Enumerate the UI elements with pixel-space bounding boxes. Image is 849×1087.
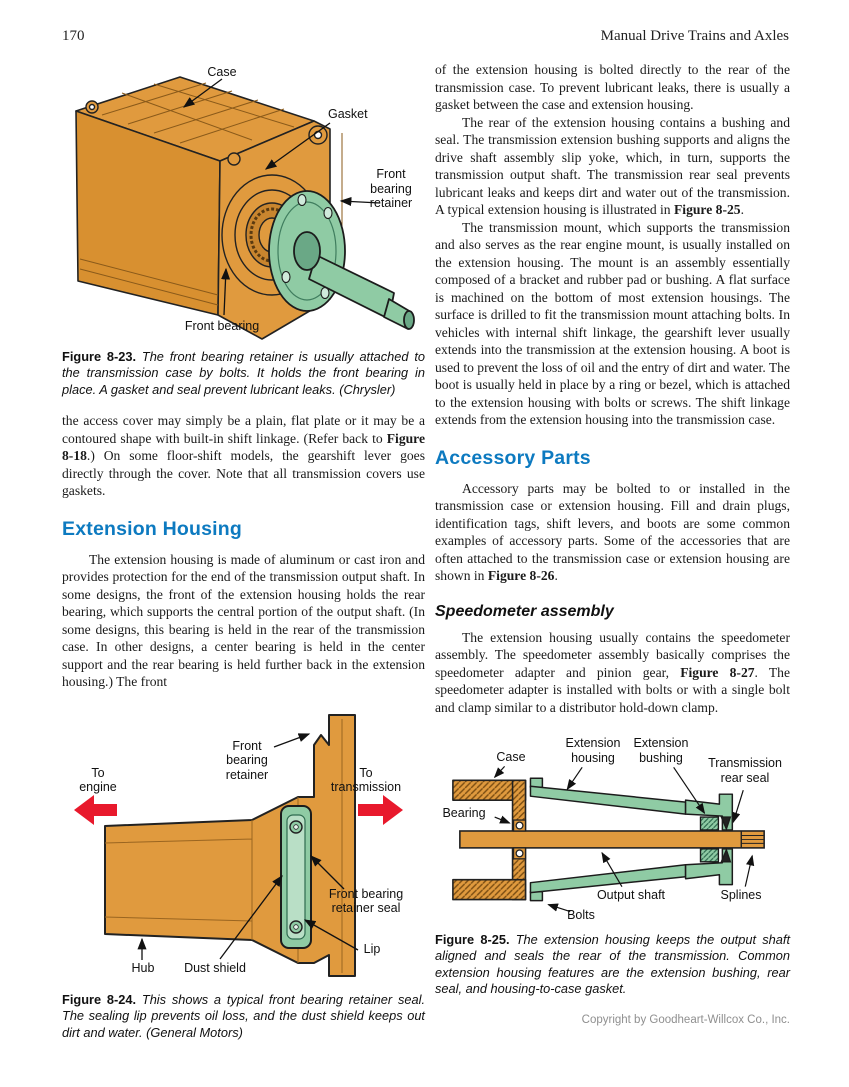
figure-8-25-caption-label: Figure 8-25. — [435, 932, 510, 947]
figure-8-23-caption-label: Figure 8-23. — [62, 349, 137, 364]
page-header: 170 Manual Drive Trains and Axles — [0, 0, 849, 45]
figure-8-23-caption-text: The front bearing retainer is usually at… — [62, 349, 426, 397]
label-front-bearing-retainer: Front bearing retainer — [369, 167, 413, 210]
figure-8-25-caption-text: The extension housing keeps the output s… — [435, 932, 790, 997]
page-number: 170 — [62, 28, 85, 44]
subheading-speedometer-assembly: Speedometer assembly — [435, 602, 614, 620]
label-to-engine: To engine — [79, 765, 117, 795]
figure-8-25: Case Extension housing Extension bushing… — [435, 728, 790, 928]
left-column: Case Gasket Front bearing retainer Front… — [62, 61, 425, 1041]
label-hub: Hub — [131, 960, 155, 975]
label-bearing: Bearing — [442, 806, 486, 820]
figure-8-23-caption: Figure 8-23. The front bearing retainer … — [62, 349, 425, 398]
paragraph-transmission-mount: The transmission mount, which supports t… — [435, 219, 790, 428]
transmission-case-illustration — [75, 76, 415, 340]
label-front-bearing: Front bearing — [184, 319, 260, 333]
label-splines: Splines — [720, 888, 762, 902]
paragraph-extension-housing: The extension housing is made of aluminu… — [62, 551, 425, 690]
label-gasket: Gasket — [328, 107, 368, 121]
paragraph-housing-bolted: of the extension housing is bolted direc… — [435, 62, 790, 112]
paragraph-accessory-parts: Accessory parts may be bolted to or inst… — [435, 480, 790, 584]
label-lip: Lip — [363, 941, 381, 956]
label-extension-housing: Extension housing — [565, 736, 621, 765]
label-front-bearing-retainer-seal: Front bearing retainer seal — [328, 886, 404, 916]
label-transmission-rear-seal: Transmission rear seal — [708, 756, 782, 785]
figure-8-25-caption: Figure 8-25. The extension housing keeps… — [435, 932, 790, 998]
paragraph-rear-of-housing: The rear of the extension housing contai… — [435, 114, 790, 218]
figure-8-24-caption-text: This shows a typical front bearing retai… — [62, 991, 426, 1040]
front-bearing-retainer-seal-illustration — [74, 713, 403, 977]
label-to-transmission: To transmission — [330, 765, 402, 795]
label-dust-shield: Dust shield — [184, 960, 246, 975]
heading-accessory-parts: Accessory Parts — [435, 446, 591, 469]
figure-8-24: Front bearing retainer To engine To tran… — [62, 703, 425, 988]
label-case: Case — [496, 750, 526, 764]
paragraph-access-cover: the access cover may simply be a plain, … — [62, 413, 425, 499]
figure-8-23: Case Gasket Front bearing retainer Front… — [62, 63, 425, 343]
right-column: of the extension housing is bolted direc… — [435, 61, 790, 1026]
label-case: Case — [207, 65, 237, 79]
label-front-bearing-retainer: Front bearing retainer — [225, 738, 269, 782]
heading-extension-housing: Extension Housing — [62, 517, 242, 540]
copyright-notice: Copyright by Goodheart-Willcox Co., Inc. — [581, 1013, 790, 1026]
two-column-layout: Case Gasket Front bearing retainer Front… — [0, 45, 849, 1041]
running-head-title: Manual Drive Trains and Axles — [600, 28, 789, 44]
label-output-shaft: Output shaft — [596, 888, 666, 902]
figure-8-24-caption: Figure 8-24. This shows a typical front … — [62, 992, 425, 1041]
extension-housing-cross-section — [452, 765, 765, 913]
label-bolts: Bolts — [567, 908, 595, 922]
figure-8-24-caption-label: Figure 8-24. — [62, 991, 137, 1007]
spacer — [62, 398, 425, 412]
paragraph-speedometer: The extension housing usually contains t… — [435, 629, 791, 715]
label-extension-bushing: Extension bushing — [633, 736, 689, 765]
